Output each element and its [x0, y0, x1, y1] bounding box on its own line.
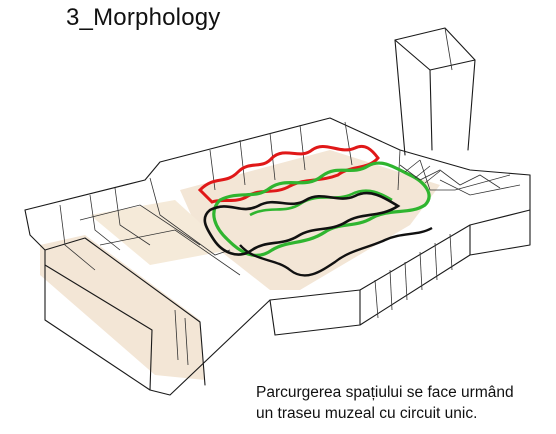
- diagram-title: 3_Morphology: [66, 4, 221, 31]
- route-black: [203, 191, 433, 277]
- facade-columns: [174, 233, 453, 366]
- tower-block: [394, 27, 476, 156]
- floor-tint-areas: [40, 150, 440, 380]
- staircase: [399, 159, 501, 189]
- caption: Parcurgerea spațiului se face urmând un …: [256, 382, 514, 424]
- interior-walls: [59, 121, 521, 276]
- caption-line-1: Parcurgerea spațiului se face urmând: [256, 384, 514, 401]
- building-outline: [24, 117, 531, 396]
- caption-line-2: un traseu muzeal cu circuit unic.: [256, 405, 478, 422]
